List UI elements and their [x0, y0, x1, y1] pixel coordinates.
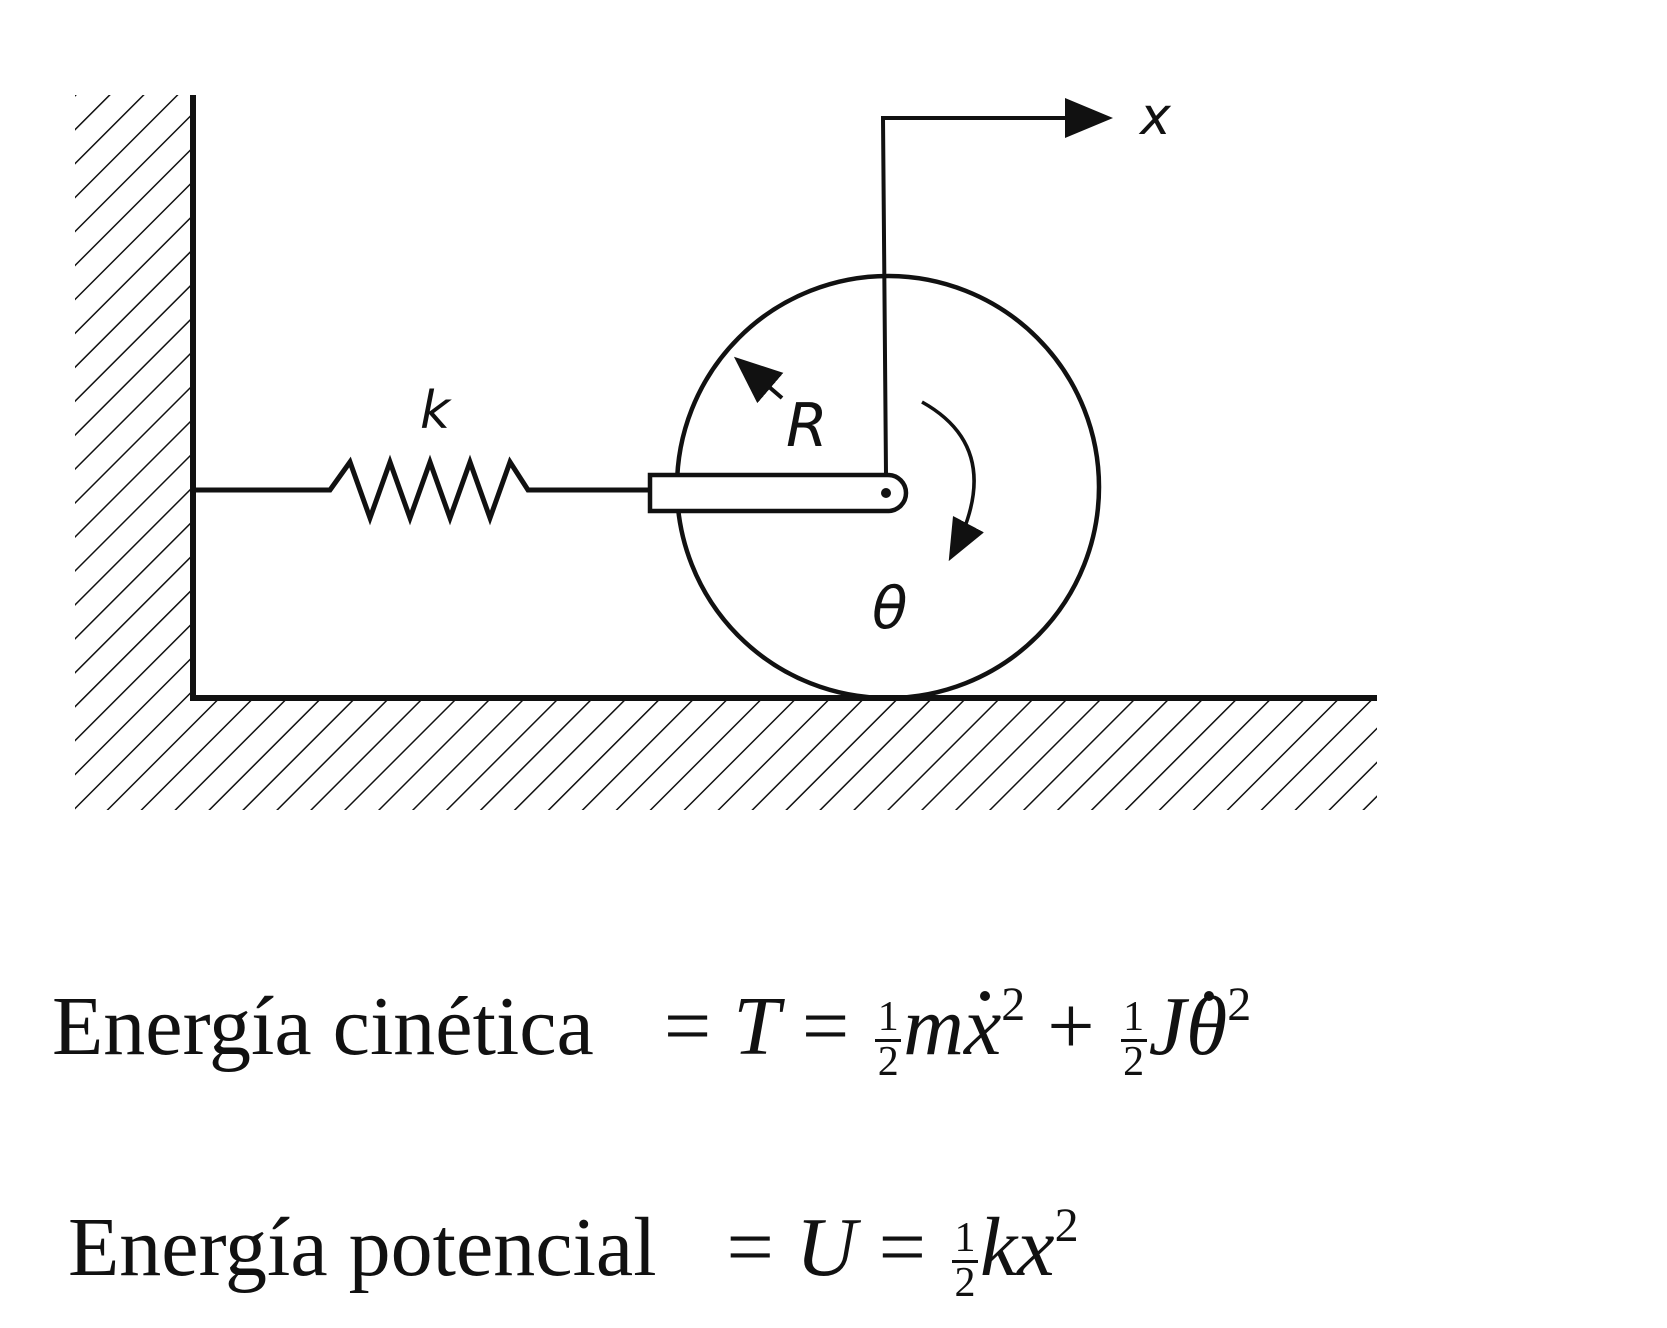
spring-constant-symbol: k: [979, 1201, 1018, 1294]
mass-symbol: m: [903, 980, 964, 1073]
fraction-numerator: 1: [1123, 994, 1145, 1041]
equals-sign: =: [663, 980, 712, 1073]
plus-sign: +: [1047, 980, 1095, 1073]
exponent: 2: [1227, 978, 1252, 1031]
radius-label: R: [786, 391, 828, 461]
equals-sign: =: [878, 1201, 926, 1294]
floor-hatching: [193, 698, 1377, 810]
exponent: 2: [1001, 978, 1026, 1031]
displacement-symbol: x: [1017, 1201, 1055, 1294]
spring-constant-label: k: [420, 381, 452, 441]
potential-energy-symbol: U: [795, 1201, 857, 1294]
fraction-denominator: 2: [877, 1039, 899, 1086]
equals-sign: =: [801, 980, 850, 1073]
spring: [193, 454, 650, 526]
kinetic-energy-symbol: T: [733, 980, 780, 1073]
angular-velocity-symbol: θ: [1185, 980, 1228, 1073]
angle-label: θ: [872, 574, 908, 642]
displacement-reference-line: [880, 98, 1113, 476]
connecting-rod: [647, 472, 909, 514]
wall-hatching: [75, 95, 193, 810]
inertia-symbol: J: [1148, 980, 1186, 1073]
velocity-symbol: x: [963, 980, 1002, 1073]
fraction-numerator: 1: [954, 1215, 976, 1262]
radius-arrow: [733, 356, 784, 404]
spring-disk-diagram: k R θ x: [75, 87, 1377, 810]
x-axis-label: x: [1138, 87, 1172, 147]
rotation-arrow: [921, 400, 984, 562]
fraction-denominator: 2: [1123, 1039, 1145, 1086]
equals-sign: =: [726, 1201, 774, 1294]
fraction-numerator: 1: [877, 994, 899, 1041]
exponent: 2: [1054, 1199, 1079, 1252]
pivot-pin: [881, 488, 891, 498]
potential-energy-name: Energía potencial: [68, 1201, 657, 1294]
fraction-denominator: 2: [954, 1260, 976, 1307]
kinetic-energy-name: Energía cinética: [52, 980, 594, 1073]
